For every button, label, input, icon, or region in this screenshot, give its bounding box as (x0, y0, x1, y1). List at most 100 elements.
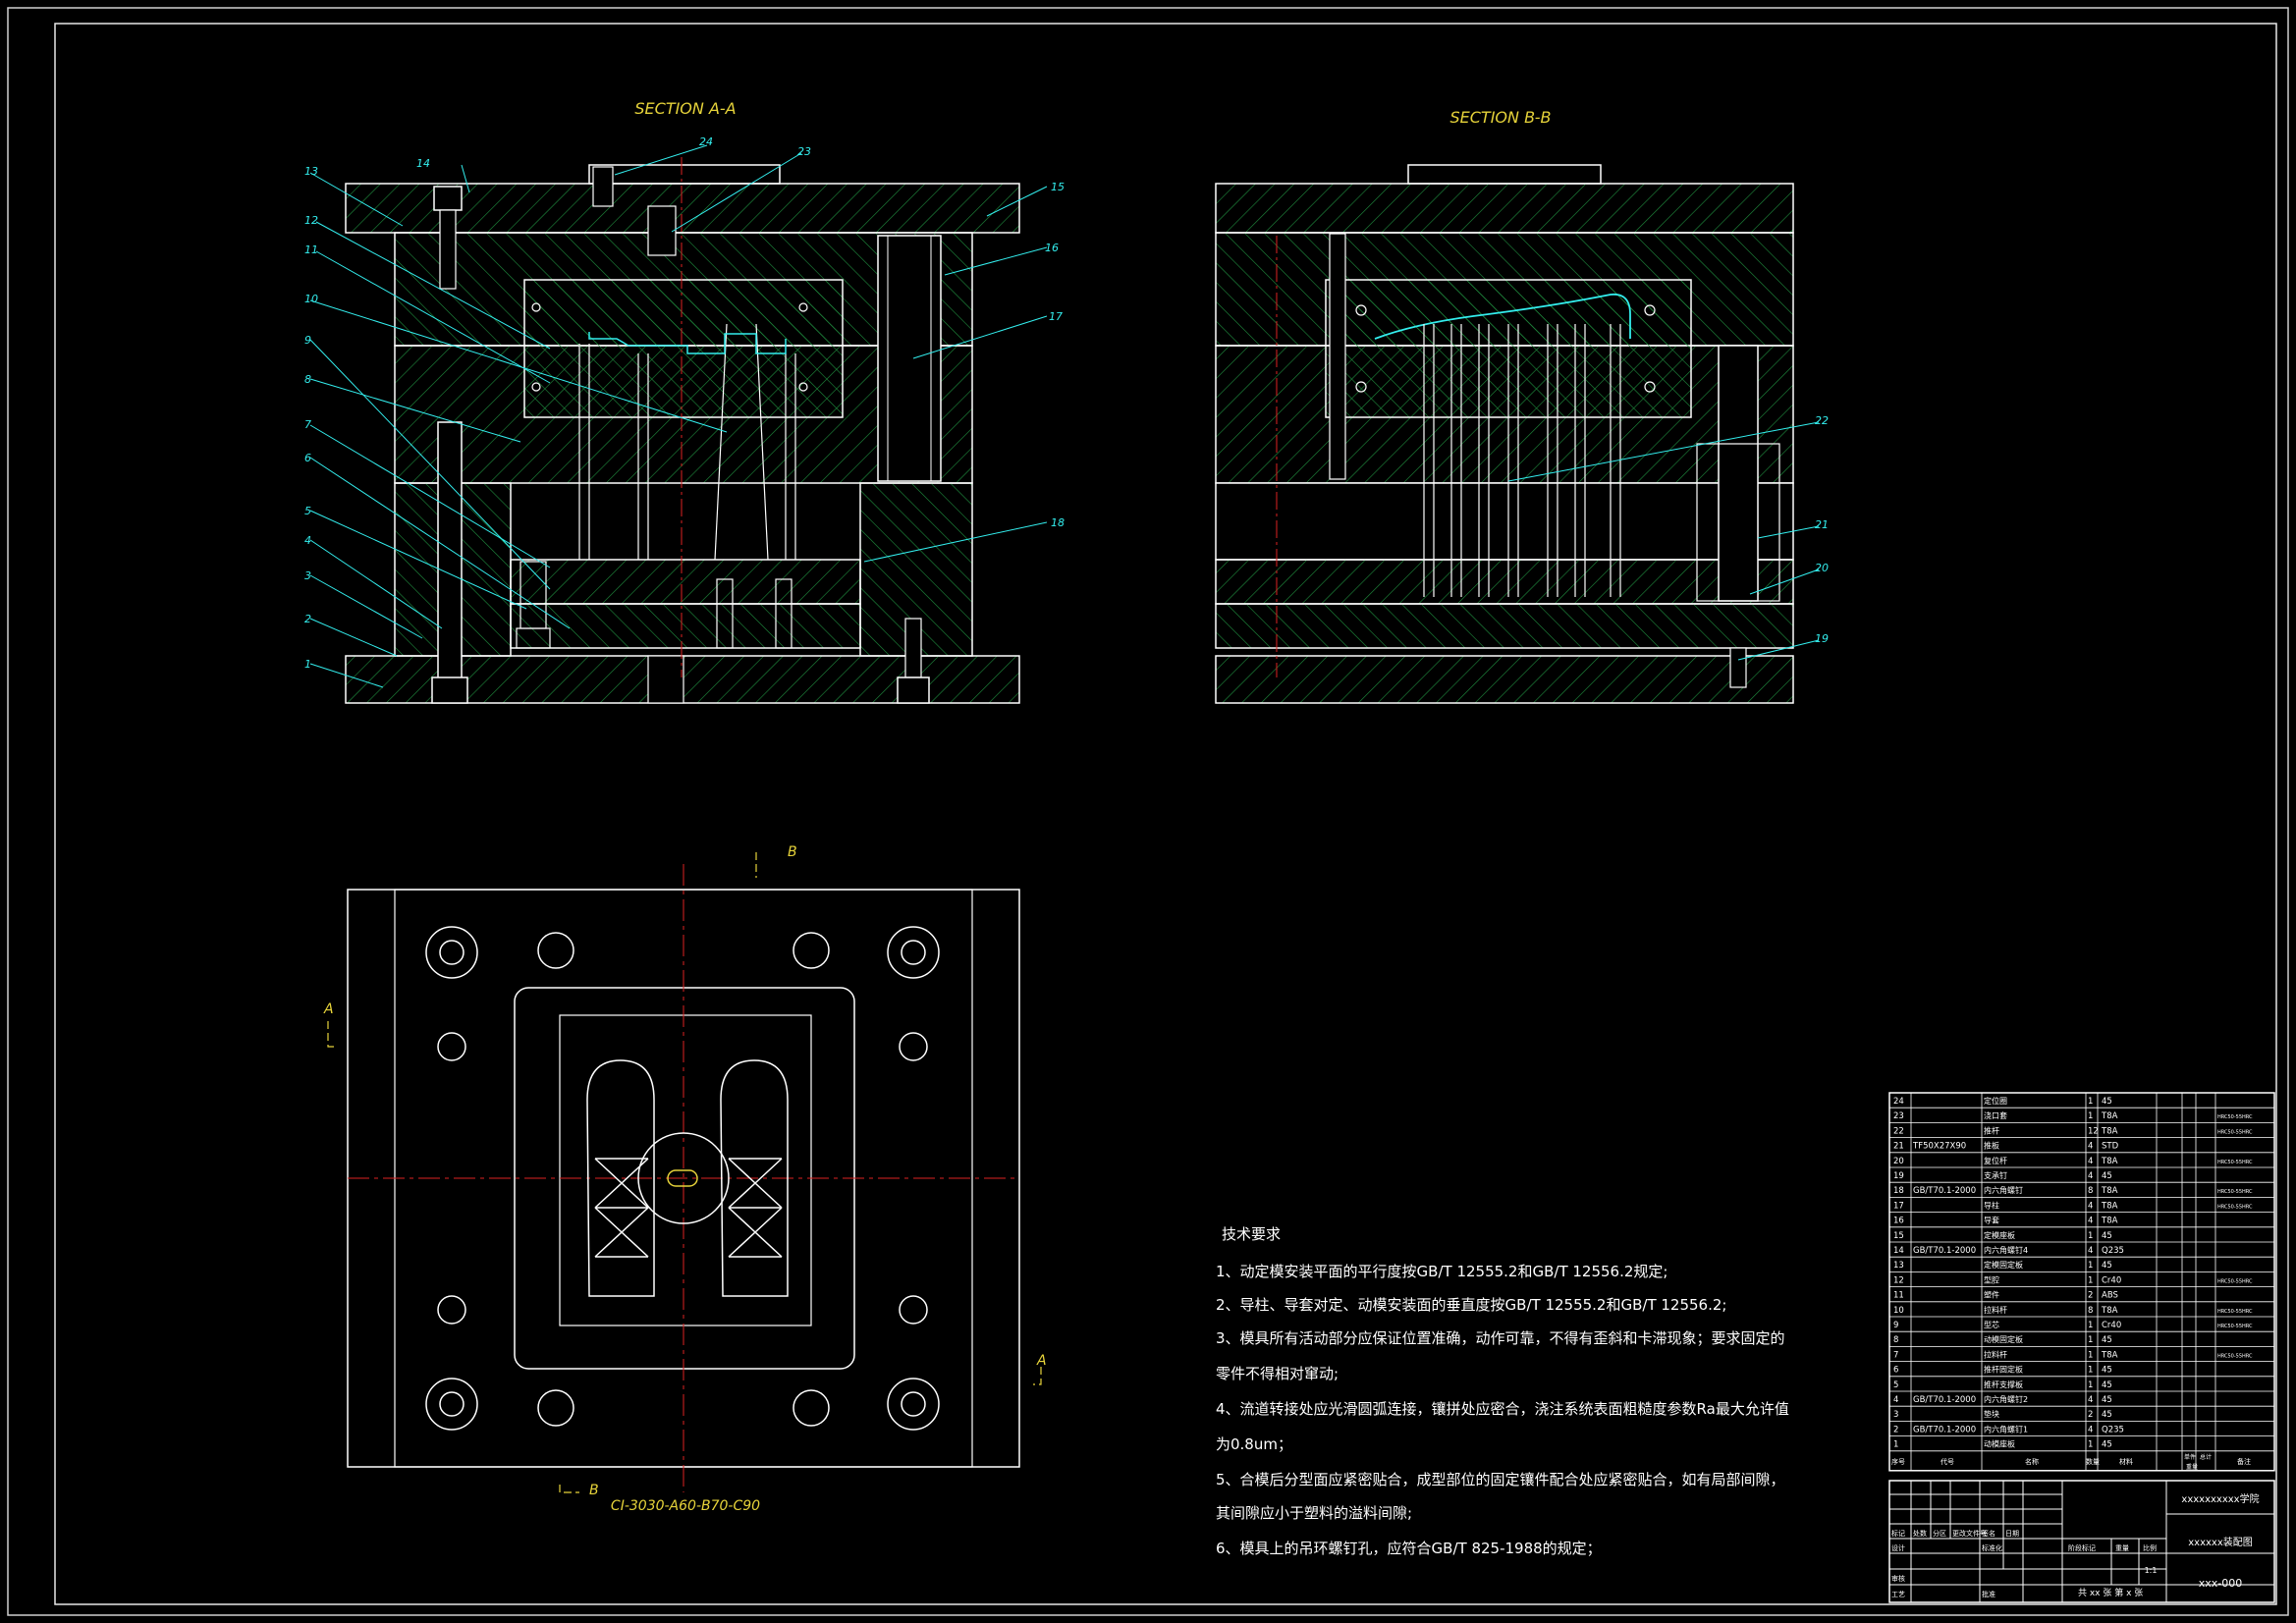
title-block: 标记 处数 分区 更改文件号 签名 日期 设计 标准化 阶段标记 重量 比例 审… (1888, 1480, 2275, 1603)
bom-no: 3 (1893, 1410, 1898, 1420)
bom-name: 导套 (1984, 1216, 1999, 1225)
bom-qty: 4 (2088, 1395, 2093, 1405)
balloon-16: 16 (1045, 242, 1059, 254)
bom-name: 内六角螺钉4 (1984, 1245, 2028, 1255)
bom-qty: 2 (2088, 1410, 2093, 1420)
bom-no: 4 (1893, 1395, 1898, 1405)
bom-qty: 1 (2088, 1321, 2093, 1330)
bom-header-material: 材料 (2119, 1457, 2133, 1466)
bom-header-single: 单件 (2184, 1453, 2196, 1461)
balloon-3: 3 (304, 569, 311, 582)
tb-label-gengai: 更改文件号 (1952, 1529, 1987, 1538)
tech-line-9: 6、模具上的吊环螺钉孔，应符合GB/T 825-1988的规定； (1216, 1540, 1602, 1557)
tech-line-3: 3、模具所有活动部分应保证位置准确，动作可靠，不得有歪斜和卡滞现象；要求固定的 (1216, 1329, 1785, 1347)
bom-no: 13 (1893, 1261, 1904, 1271)
balloon-19: 19 (1815, 632, 1829, 645)
balloon-2: 2 (304, 613, 311, 625)
balloon-14: 14 (416, 157, 430, 170)
bom-no: 17 (1893, 1201, 1904, 1211)
tb-school: xxxxxxxxxx学院 (2181, 1492, 2259, 1505)
balloon-24: 24 (699, 135, 713, 148)
tb-label-biaoji: 标记 (1891, 1529, 1905, 1538)
part-outline-right (720, 1059, 789, 1297)
bom-no: 14 (1893, 1246, 1904, 1256)
bom-no: 20 (1893, 1157, 1904, 1166)
bom-material: T8A (2101, 1201, 2118, 1211)
bom-no: 8 (1893, 1335, 1898, 1345)
bom-no: 24 (1893, 1097, 1904, 1107)
tb-label-chushu: 处数 (1913, 1529, 1927, 1538)
bom-code: GB/T70.1-2000 (1913, 1186, 1976, 1196)
bom-header-no: 序号 (1891, 1457, 1905, 1466)
tb-label-gongyi: 工艺 (1891, 1591, 1905, 1598)
tech-line-7: 5、合模后分型面应紧密贴合，成型部位的固定镶件配合处应紧密贴合，如有局部间隙， (1216, 1471, 1785, 1488)
bom-material: Cr40 (2102, 1321, 2121, 1330)
bom-header-name: 名称 (2025, 1457, 2039, 1466)
tb-sheets: 共 xx 张 第 x 张 (2078, 1587, 2143, 1598)
bom-note: HRC50-55HRC (2217, 1353, 2253, 1359)
bom-qty: 1 (2088, 1261, 2093, 1271)
bom-name: 定模固定板 (1984, 1260, 2023, 1270)
bom-material: 45 (2102, 1171, 2112, 1181)
bom-code: GB/T70.1-2000 (1913, 1425, 1976, 1434)
bom-material: 45 (2102, 1261, 2112, 1271)
bom-qty: 1 (2088, 1380, 2093, 1390)
bom-no: 22 (1893, 1126, 1904, 1136)
balloon-12: 12 (304, 214, 318, 227)
bom-no: 1 (1893, 1440, 1898, 1450)
bom-material: T8A (2101, 1217, 2118, 1226)
bom-name: 推杆支撑板 (1984, 1380, 2023, 1389)
bom-note: HRC50-55HRC (2217, 1204, 2253, 1210)
bom-qty: 4 (2088, 1171, 2093, 1181)
bom-material: T8A (2101, 1350, 2118, 1360)
tb-label-shenhe: 审核 (1891, 1574, 1905, 1583)
bom-header-qty: 数量 (2086, 1457, 2100, 1466)
bom-name: 拉料杆 (1984, 1349, 2007, 1359)
balloon-13: 13 (304, 165, 318, 178)
balloon-5: 5 (304, 505, 311, 517)
tb-drawing-name: xxxxxx装配图 (2188, 1536, 2253, 1548)
bom-material: Cr40 (2102, 1275, 2121, 1285)
tech-requirements: 技术要求 1、动定模安装平面的平行度按GB/T 12555.2和GB/T 125… (1216, 1225, 1789, 1557)
bom-qty: 1 (2088, 1350, 2093, 1360)
bom-qty: 1 (2088, 1440, 2093, 1450)
bom-qty: 1 (2088, 1366, 2093, 1376)
bom-qty: 4 (2088, 1246, 2093, 1256)
bom-material: T8A (2101, 1111, 2118, 1121)
bom-material: 45 (2102, 1440, 2112, 1450)
bom-no: 6 (1893, 1366, 1898, 1376)
tb-label-jieduan: 阶段标记 (2068, 1543, 2096, 1552)
balloon-4: 4 (304, 534, 311, 547)
bom-qty: 1 (2088, 1097, 2093, 1107)
balloon-21: 21 (1815, 518, 1829, 531)
bom-qty: 4 (2088, 1217, 2093, 1226)
bom-material: 45 (2102, 1380, 2112, 1390)
balloon-17: 17 (1049, 310, 1063, 323)
tb-label-fenqu: 分区 (1933, 1529, 1946, 1538)
tb-drawing-no: xxx-000 (2199, 1577, 2243, 1590)
bom-code: GB/T70.1-2000 (1913, 1246, 1976, 1256)
bom-name: 支承钉 (1984, 1170, 2007, 1180)
bom-no: 21 (1893, 1142, 1904, 1152)
bom-material: 45 (2102, 1335, 2112, 1345)
tech-line-5: 4、流道转接处应光滑圆弧连接，镶拼处应密合，浇注系统表面粗糙度参数Ra最大允许值 (1216, 1400, 1789, 1418)
balloon-18: 18 (1051, 516, 1065, 529)
bom-name: 推杆 (1984, 1125, 1999, 1135)
section-a-view: SECTION A-A (304, 99, 1065, 704)
bom-qty: 4 (2088, 1157, 2093, 1166)
bom-no: 12 (1893, 1275, 1904, 1285)
bom-name: 内六角螺钉1 (1984, 1424, 2028, 1434)
bom-qty: 1 (2088, 1275, 2093, 1285)
bom-no: 9 (1893, 1321, 1898, 1330)
bom-material: T8A (2101, 1157, 2118, 1166)
bom-header-code: 代号 (1941, 1457, 1954, 1466)
bom-qty: 12 (2088, 1126, 2099, 1136)
balloon-10: 10 (304, 293, 318, 305)
bom-material: ABS (2102, 1291, 2118, 1301)
bom-material: T8A (2101, 1186, 2118, 1196)
tb-label-riqi: 日期 (2005, 1530, 2019, 1538)
bom-note: HRC50-55HRC (2217, 1189, 2253, 1195)
bom-header-note: 备注 (2237, 1457, 2251, 1466)
